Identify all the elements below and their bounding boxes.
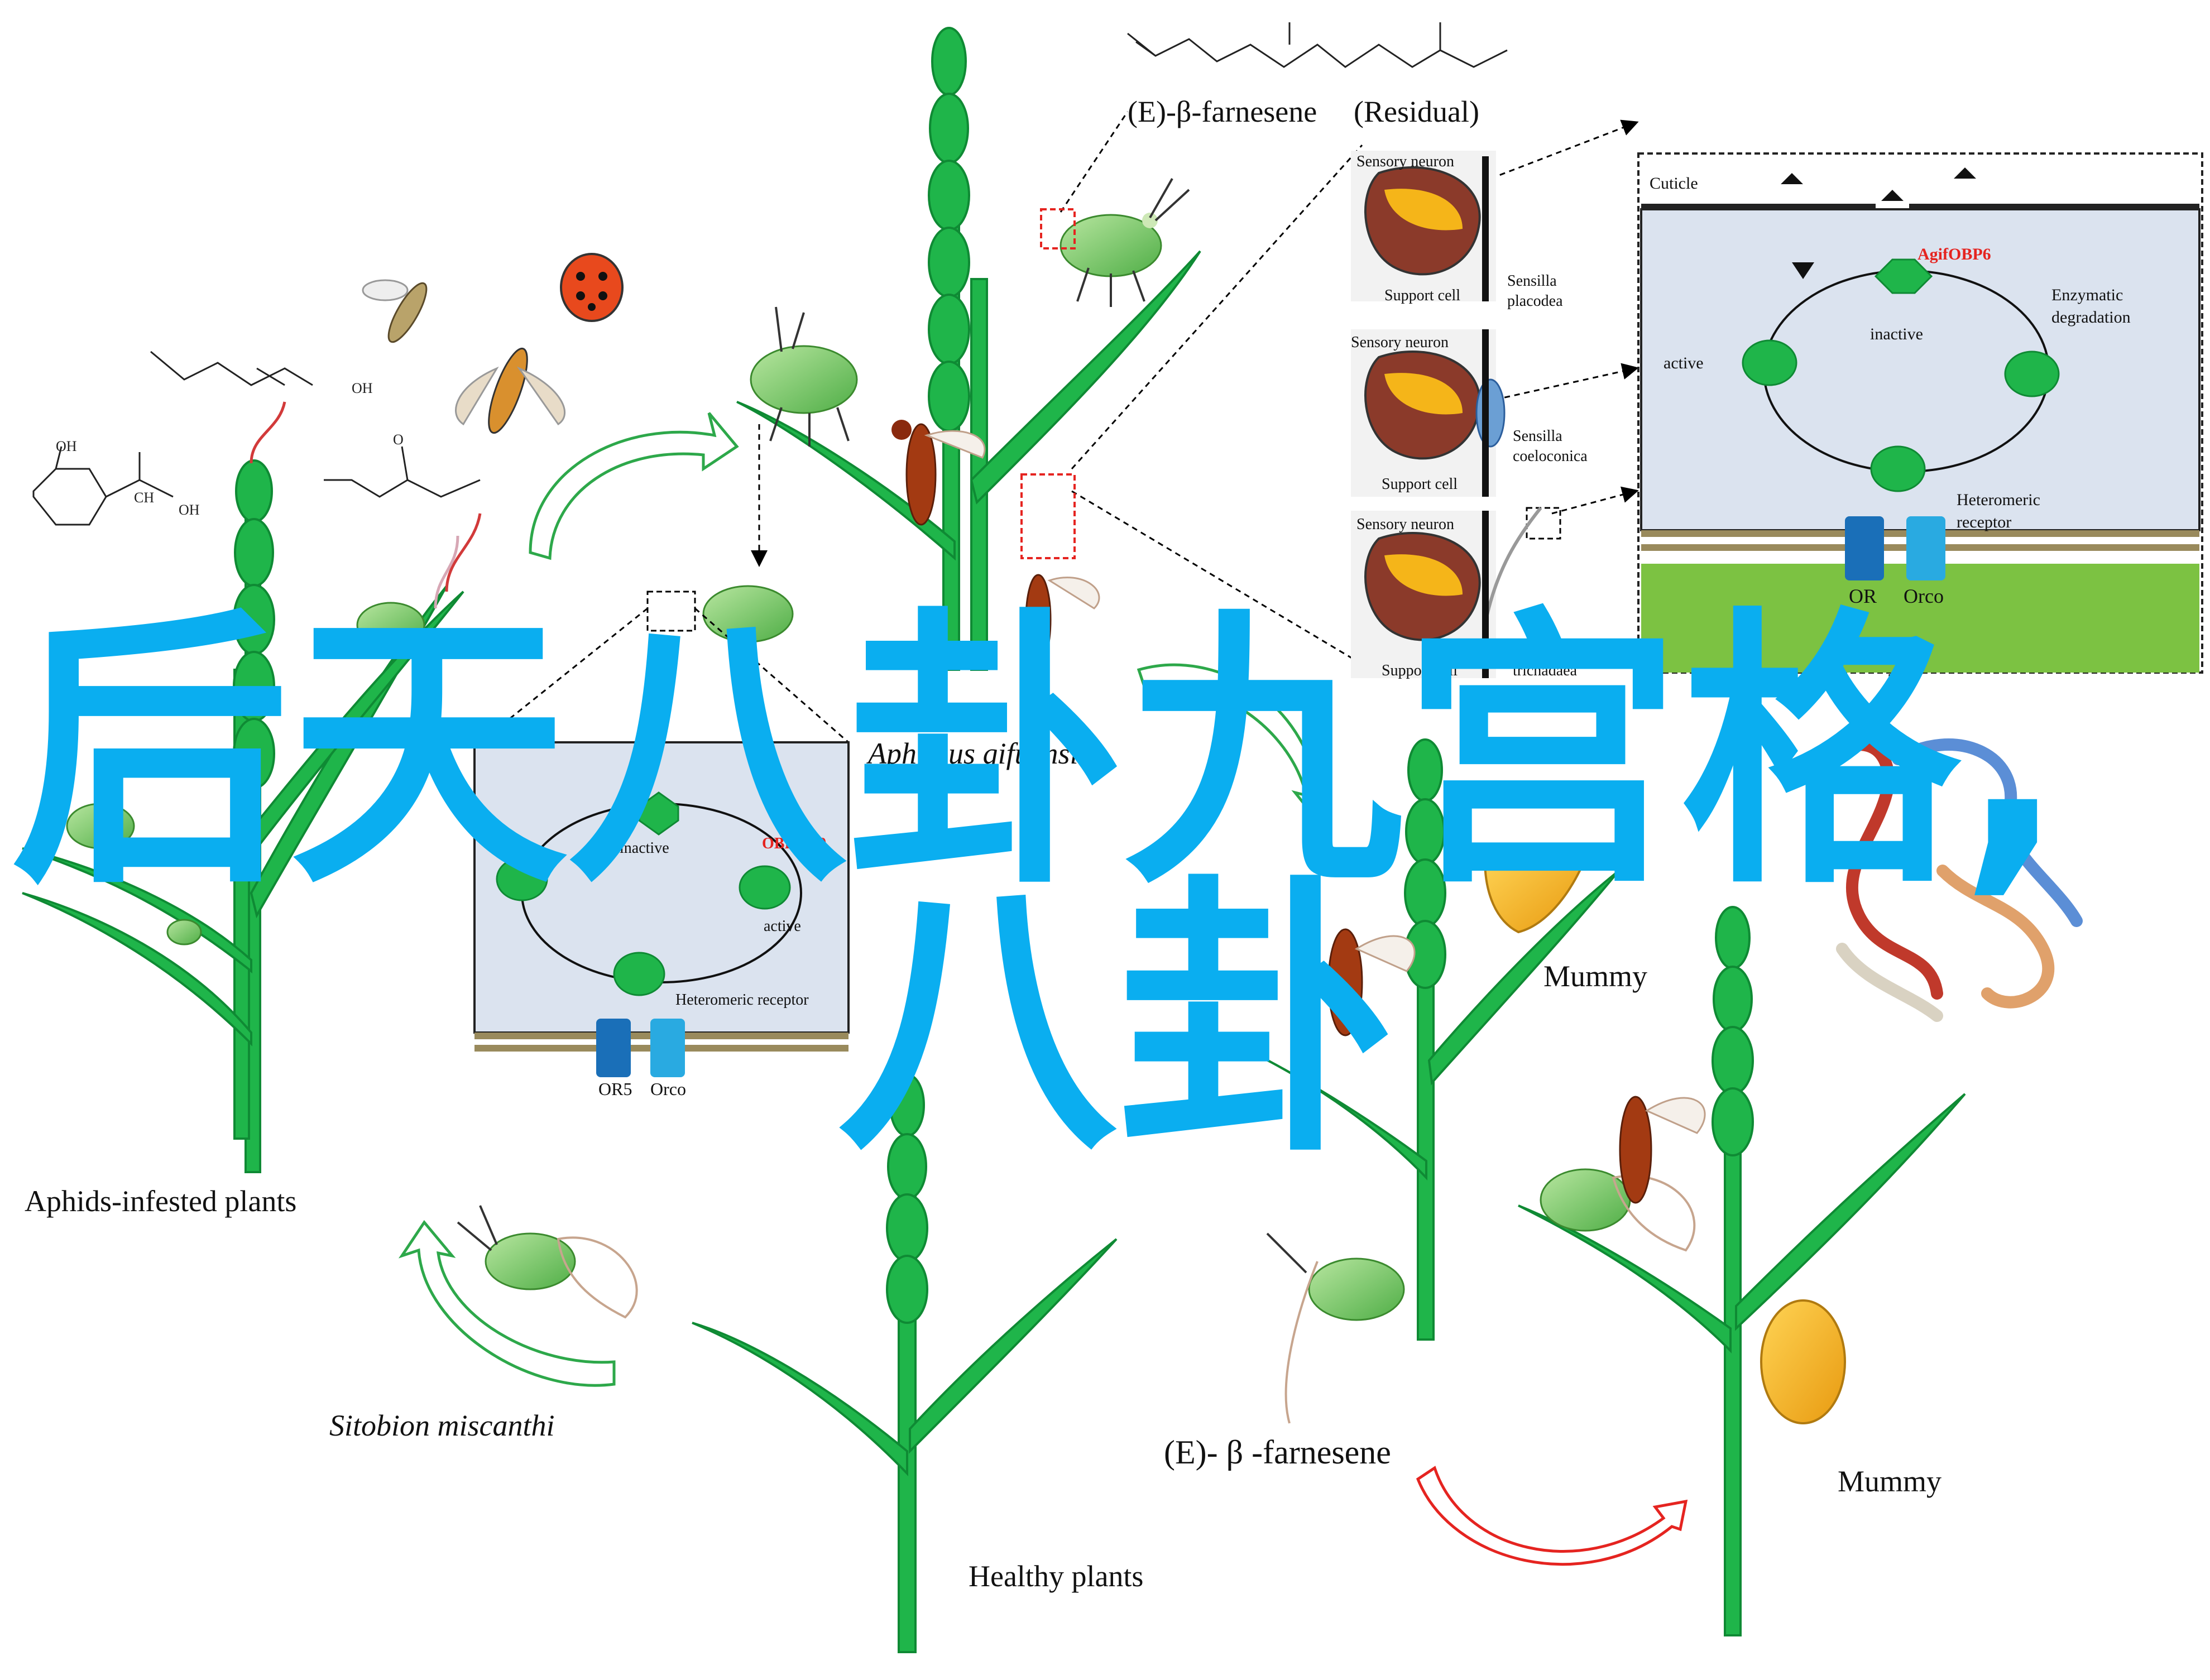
wasp-mid-right (1327, 928, 1416, 1036)
sensilla-2-label: Sensilla (1513, 428, 1562, 445)
highlight-box-aphid (646, 591, 696, 632)
red-arrow-bottom (1416, 1466, 1688, 1566)
neuron-2-label: Sensory neuron (1351, 334, 1449, 351)
big-panel-active-label: active (1664, 354, 1704, 372)
big-panel-receptor-label: Heteromeric (1957, 491, 2040, 509)
chem-label-oh-phenol: OH (56, 438, 77, 454)
aphid-dashed-left (702, 585, 794, 643)
green-arrow-bottom (398, 1220, 616, 1387)
mummy-bottom-icon (1760, 1299, 1846, 1424)
big-panel-orco-label: Orco (1904, 585, 1944, 607)
mummy-mid-label: Mummy (1543, 959, 1647, 993)
wasp-center (891, 420, 986, 526)
mummy-bottom-label: Mummy (1838, 1465, 1941, 1498)
green-arrow-middle (1137, 663, 1331, 824)
aphid-small-lower-left (166, 919, 202, 945)
big-panel-receptor-sublabel: receptor (1957, 513, 2011, 531)
residual-tag-label: (Residual) (1354, 95, 1479, 128)
aphid-winged-right (1540, 1168, 1696, 1252)
small-panel-orco-label: Orco (650, 1079, 686, 1099)
small-panel-inactive-label: inactive (620, 839, 669, 857)
chem-label-oh-acid: OH (179, 502, 200, 518)
hoverfly-icon (455, 347, 565, 434)
neuron-1-label: Sensory neuron (1356, 153, 1454, 170)
aphid-winged-center-right (1266, 1232, 1405, 1424)
small-panel-or-label: OR5 (598, 1079, 632, 1099)
aphid-left-small (356, 602, 425, 649)
plant-middle-right (1222, 738, 1620, 1341)
plant-aphid-infested (22, 459, 464, 1173)
watermark-line-2: 八卦 (837, 852, 1396, 1191)
chem-label-ch: CH (134, 489, 154, 506)
watermark-line-1: 后天八卦九宫格, (11, 584, 2065, 923)
chemical-labels: OH OH CH OH O (56, 380, 404, 518)
small-panel-obp-label: OBP3/7/9 (762, 835, 826, 852)
neuron-panels: Sensory neuron Support cell Sensilla pla… (1351, 151, 1588, 679)
sensilla-3-label: trichadaea (1513, 662, 1578, 679)
dashed-guides (480, 111, 1898, 743)
receptor-panel-small: inactive active OBP3/7/9 Heteromeric rec… (473, 741, 850, 1099)
protein-structure-icon (1808, 738, 2083, 1022)
chem-label-oh: OH (352, 380, 373, 396)
farnesene-bottom-label: (E)- β -farnesene (1164, 1434, 1391, 1471)
big-panel-obp-label: AgifOBP6 (1917, 245, 1991, 263)
support-1-label: Support cell (1384, 287, 1460, 304)
aphid-winged-lower-left (457, 1205, 638, 1319)
ladybug-icon (560, 253, 624, 322)
sensilla-2-sublabel: coeloconica (1513, 448, 1588, 465)
highlight-box-sensilla (1526, 507, 1561, 540)
green-arrow-top (529, 412, 739, 560)
residual-compound-label: (E)-β-farnesene (1128, 95, 1317, 128)
highlight-box-farnesene (1040, 208, 1076, 249)
cuticle-label: Cuticle (1650, 174, 1698, 193)
mummy-mid-icon (1483, 852, 1581, 934)
wasp-dashed (1025, 574, 1100, 665)
chem-label-o: O (393, 431, 404, 448)
wasp-icon-top (362, 279, 428, 343)
enzymatic-label: Enzymatic (2051, 286, 2123, 304)
aphid-top-right (1060, 178, 1190, 307)
plant-bottom-right (1518, 906, 1966, 1636)
small-panel-receptor-label: Heteromeric receptor (675, 991, 809, 1009)
healthy-plants-label: Healthy plants (969, 1559, 1143, 1593)
enzymatic-sublabel: degradation (2051, 308, 2131, 327)
aphids-plants-label: Aphids-infested plants (25, 1184, 296, 1218)
neuron-2-drawing (1364, 351, 1506, 460)
support-2-label: Support cell (1382, 476, 1458, 493)
neuron-3-label: Sensory neuron (1356, 516, 1454, 533)
small-panel-active-label: active (764, 918, 801, 935)
neuron-1-drawing (1364, 166, 1481, 276)
chem-trails (250, 401, 482, 609)
aphid-top-left (750, 306, 858, 447)
highlight-box-wasp (1020, 473, 1076, 559)
neuron-3-drawing (1364, 507, 1542, 641)
support-3-label: Support cell (1382, 662, 1458, 679)
sensilla-1-label: Sensilla (1507, 272, 1557, 290)
big-panel-inactive-label: inactive (1870, 325, 1923, 343)
species-label-aphidius: Aphidius gifuensis (866, 737, 1090, 770)
big-panel-or-label: OR (1849, 585, 1877, 607)
species-label-sitobion: Sitobion miscanthi (329, 1409, 555, 1442)
sensilla-1-sublabel: placodea (1507, 292, 1563, 310)
chemical-structures (32, 22, 1508, 526)
plant-healthy (692, 1073, 1118, 1653)
wasp-bottom-right (1619, 1096, 1706, 1204)
aphid-far-left (66, 803, 135, 849)
receptor-panel-big: Cuticle AgifOBP6 inactive active Enzymat… (1637, 152, 2203, 674)
